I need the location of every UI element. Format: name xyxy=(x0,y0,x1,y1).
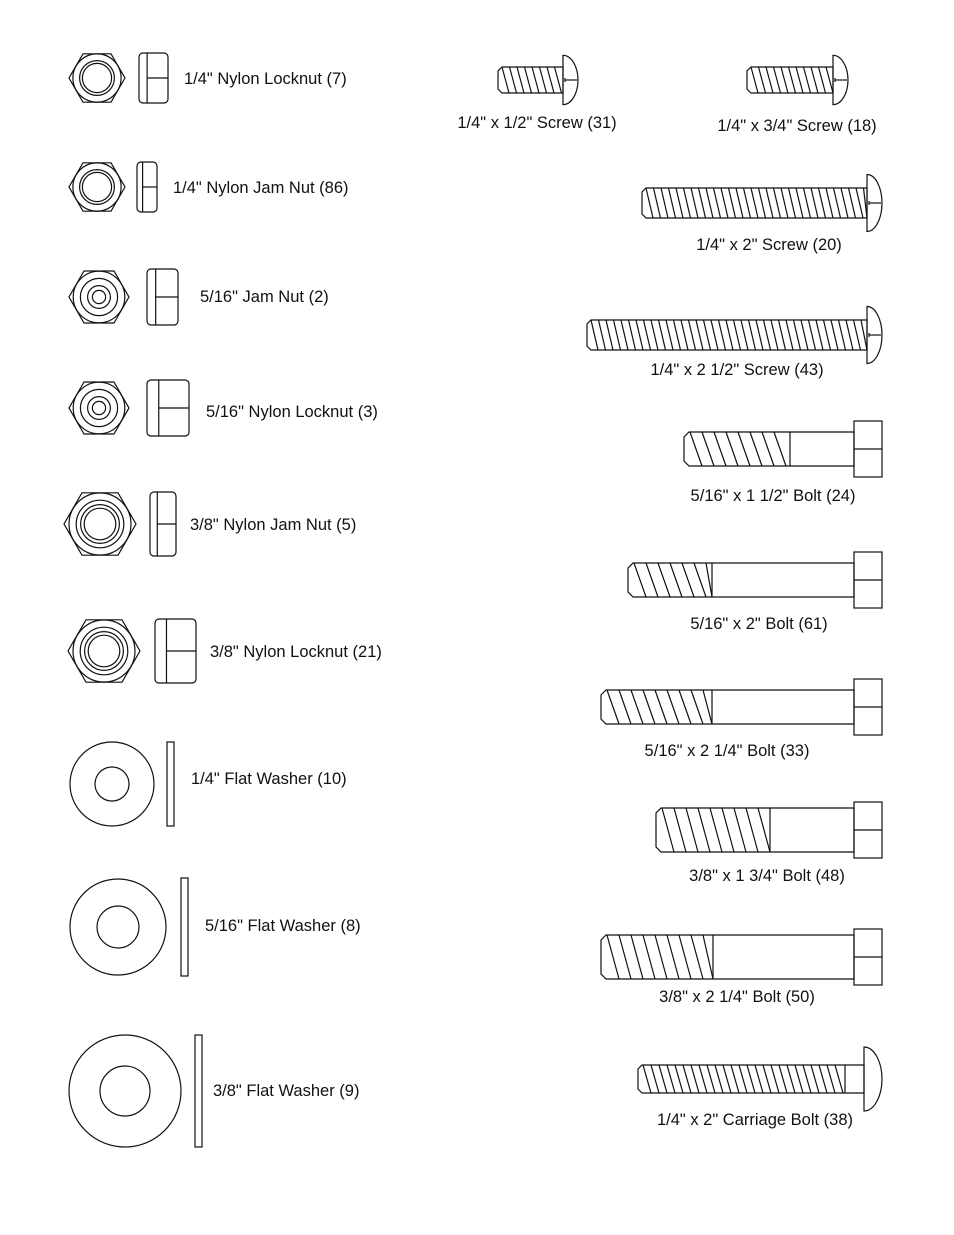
nylon-locknut-5-16-drawing xyxy=(68,379,190,437)
bolt-5-16x2-drawing xyxy=(627,551,883,609)
fasteners-column xyxy=(497,54,883,1112)
label-screw-1-4x3-4: 1/4" x 3/4" Screw (18) xyxy=(717,117,877,135)
label-flat-washer-3-8: 3/8" Flat Washer (9) xyxy=(213,1082,360,1100)
label-bolt-5-16x2: 5/16" x 2" Bolt (61) xyxy=(690,615,828,633)
label-flat-washer-5-16: 5/16" Flat Washer (8) xyxy=(205,917,361,935)
label-nylon-jam-nut-1-4: 1/4" Nylon Jam Nut (86) xyxy=(173,179,349,197)
label-nylon-locknut-1-4: 1/4" Nylon Locknut (7) xyxy=(184,70,347,88)
bolt-3-8x1-3-4-drawing xyxy=(655,801,883,859)
bolt-3-8x2-1-4-drawing xyxy=(600,928,883,986)
label-carriage-bolt-1-4x2: 1/4" x 2" Carriage Bolt (38) xyxy=(656,1111,854,1129)
nuts-column xyxy=(63,52,197,684)
label-bolt-3-8x2-1-4: 3/8" x 2 1/4" Bolt (50) xyxy=(659,988,815,1006)
screw-1-4x1-2-drawing xyxy=(497,54,579,106)
carriage-bolt-1-4x2-drawing xyxy=(637,1046,883,1112)
nylon-locknut-1-4-drawing xyxy=(68,52,169,104)
jam-nut-5-16-drawing xyxy=(68,268,179,326)
label-bolt-5-16x2-1-4: 5/16" x 2 1/4" Bolt (33) xyxy=(644,742,810,760)
screw-1-4x2-drawing xyxy=(641,173,883,233)
flat-washer-3-8-drawing xyxy=(68,1034,203,1148)
washers-column xyxy=(68,741,203,1148)
label-nylon-jam-nut-3-8: 3/8" Nylon Jam Nut (5) xyxy=(190,516,357,534)
label-flat-washer-1-4: 1/4" Flat Washer (10) xyxy=(191,770,347,788)
screw-1-4x2-1-2-drawing xyxy=(586,305,883,365)
label-nylon-locknut-3-8: 3/8" Nylon Locknut (21) xyxy=(210,643,382,661)
bolt-5-16x2-1-4-drawing xyxy=(600,678,883,736)
bolt-5-16x1-1-2-drawing xyxy=(683,420,883,478)
flat-washer-5-16-drawing xyxy=(69,877,189,977)
label-screw-1-4x2: 1/4" x 2" Screw (20) xyxy=(696,236,842,254)
label-bolt-3-8x1-3-4: 3/8" x 1 3/4" Bolt (48) xyxy=(689,867,845,885)
label-nylon-locknut-5-16: 5/16" Nylon Locknut (3) xyxy=(206,403,378,421)
nylon-locknut-3-8-drawing xyxy=(67,618,197,684)
label-screw-1-4x2-1-2: 1/4" x 2 1/2" Screw (43) xyxy=(650,361,824,379)
nylon-jam-nut-1-4-drawing xyxy=(68,161,158,213)
screw-1-4x3-4-drawing xyxy=(746,54,849,106)
nylon-jam-nut-3-8-drawing xyxy=(63,491,177,557)
label-bolt-5-16x1-1-2: 5/16" x 1 1/2" Bolt (24) xyxy=(690,487,856,505)
flat-washer-1-4-drawing xyxy=(69,741,175,827)
label-screw-1-4x1-2: 1/4" x 1/2" Screw (31) xyxy=(457,114,617,132)
label-jam-nut-5-16: 5/16" Jam Nut (2) xyxy=(200,288,329,306)
